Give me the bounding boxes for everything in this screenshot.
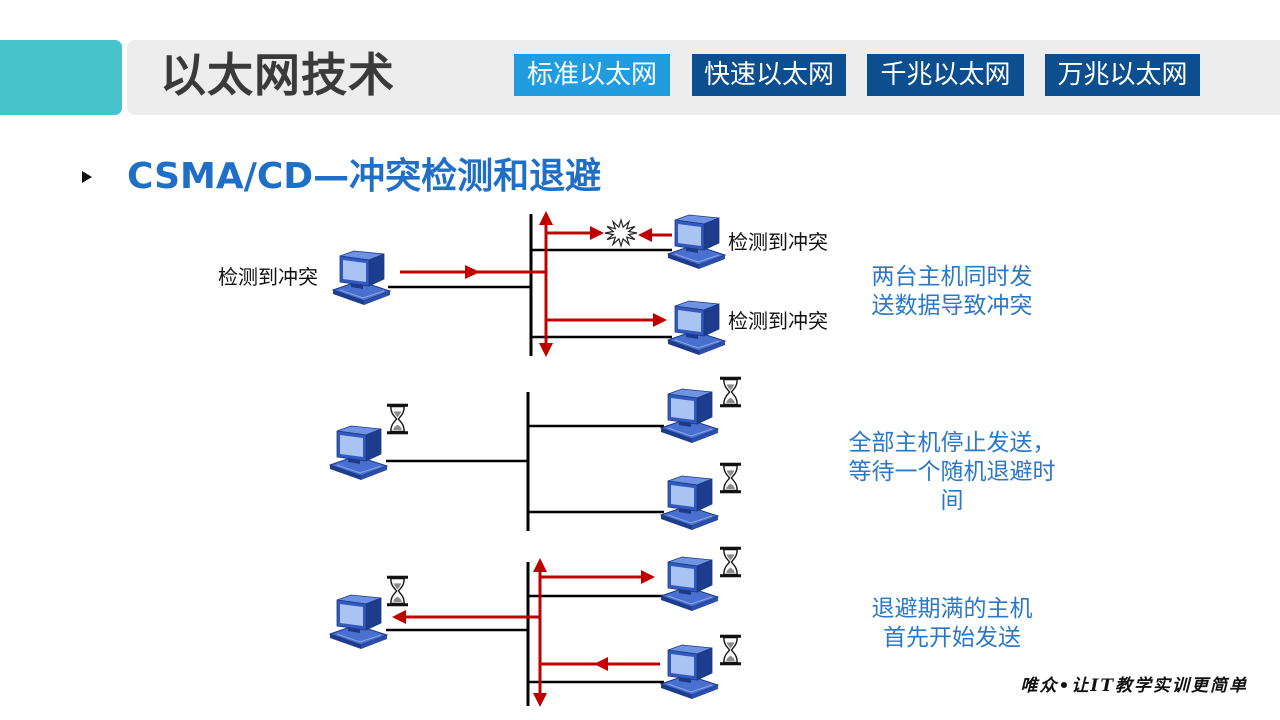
stage3-caption: 退避期满的主机 首先开始发送 <box>832 595 1072 653</box>
workstation-icon <box>660 475 719 531</box>
tab-standard-ethernet[interactable]: 标准以太网 <box>514 54 670 96</box>
hourglass-icon <box>720 546 741 578</box>
workstation-icon <box>329 594 388 650</box>
arrowhead-down <box>539 343 553 357</box>
caption-line: 两台主机同时发 <box>871 264 1033 290</box>
bullet-icon <box>82 171 92 183</box>
arrowhead-left <box>594 657 608 671</box>
hourglass-icon <box>387 403 408 435</box>
hourglass-icon <box>720 462 741 494</box>
workstation-icon <box>329 425 388 481</box>
caption-line: 首先开始发送 <box>883 625 1021 651</box>
arrowhead-up <box>533 558 547 572</box>
hourglass-icon <box>387 575 408 607</box>
caption-line: 退避期满的主机 <box>871 596 1033 622</box>
stage-backoff <box>329 376 741 531</box>
workstation-icon <box>660 556 719 612</box>
arrowhead-right <box>653 313 667 327</box>
hourglass-icon <box>720 634 741 666</box>
collision-icon <box>604 217 638 249</box>
hourglass-icon <box>720 376 741 408</box>
header-accent-block <box>0 40 122 115</box>
caption-line: 全部主机停止发送， <box>848 430 1056 456</box>
workstation-icon <box>667 300 726 356</box>
workstation-icon <box>660 388 719 444</box>
workstation-icon <box>660 644 719 700</box>
arrowhead-down <box>533 693 547 707</box>
caption-line: 等待一个随机退避时 <box>848 459 1056 485</box>
arrowhead-left <box>392 610 406 624</box>
arrowhead-right <box>641 570 655 584</box>
page-title: 以太网技术 <box>160 48 395 102</box>
workstation-icon <box>332 250 391 306</box>
host-label-top-right: 检测到冲突 <box>728 230 828 254</box>
caption-line: 间 <box>940 488 964 514</box>
stage2-caption: 全部主机停止发送， 等待一个随机退避时 间 <box>832 429 1072 516</box>
arrowhead-left <box>638 228 652 242</box>
tab-10-gigabit-ethernet[interactable]: 万兆以太网 <box>1045 54 1200 96</box>
stage-collision <box>332 211 726 357</box>
arrowhead-up <box>539 211 553 225</box>
caption-line: 送数据导致冲突 <box>871 293 1033 319</box>
arrowhead-right <box>465 265 480 279</box>
host-label-bottom-right: 检测到冲突 <box>728 309 828 333</box>
arrowhead-right <box>590 226 604 240</box>
workstation-icon <box>667 214 726 270</box>
stage1-caption: 两台主机同时发 送数据导致冲突 <box>832 263 1072 321</box>
section-heading: CSMA/CD—冲突检测和退避 <box>127 156 602 197</box>
host-label-left: 检测到冲突 <box>218 265 318 289</box>
stage-retransmit <box>329 546 741 707</box>
tab-fast-ethernet[interactable]: 快速以太网 <box>692 54 846 96</box>
footer-slogan: 唯众•让IT教学实训更简单 <box>1020 676 1248 696</box>
tab-gigabit-ethernet[interactable]: 千兆以太网 <box>867 54 1024 96</box>
